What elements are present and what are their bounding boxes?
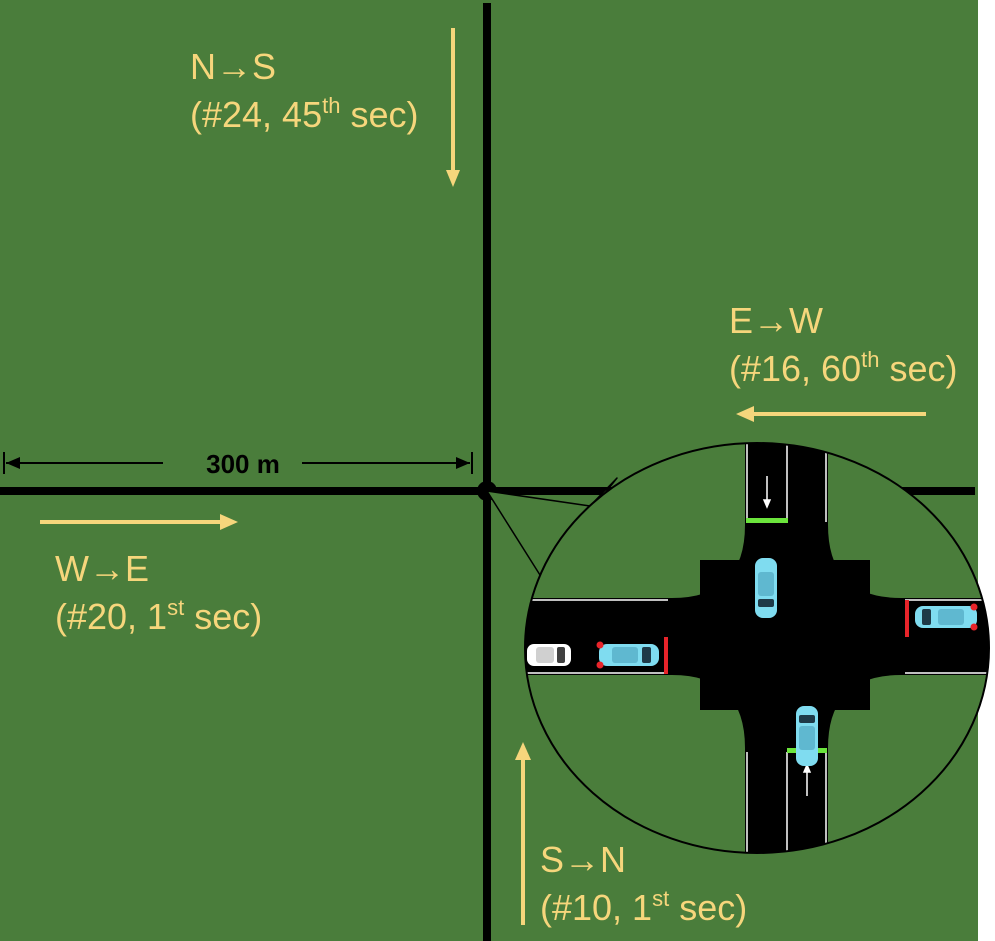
flow-detail: (#10, 1st sec) <box>540 886 747 928</box>
flow-direction: S→N <box>540 839 626 880</box>
label-north-to-south: N→S (#24, 45th sec) <box>190 46 418 135</box>
car-south-cyan <box>796 706 818 766</box>
car-west-cyan <box>596 641 659 669</box>
signal-north-green <box>746 518 788 523</box>
signal-east-red <box>905 600 909 637</box>
flow-direction: W→E <box>55 548 149 589</box>
arrow-west-to-east <box>40 514 238 530</box>
magnifier-rim <box>524 442 990 854</box>
flow-direction: E→W <box>729 300 823 341</box>
signal-west-red <box>664 637 668 674</box>
arrow-south-to-north <box>515 742 531 925</box>
magnifier-pointer <box>486 477 618 576</box>
car-center-cyan <box>755 558 777 618</box>
flow-direction: N→S <box>190 46 276 87</box>
label-west-to-east: W→E (#20, 1st sec) <box>55 548 262 637</box>
distance-label: 300 m <box>206 449 280 479</box>
lane-arrow-north <box>762 476 772 509</box>
north-south-road <box>483 3 491 941</box>
arrow-east-to-west <box>736 406 926 422</box>
distance-dimension: 300 m <box>3 449 473 479</box>
flow-detail: (#24, 45th sec) <box>190 93 418 135</box>
intersection-closeup <box>525 443 989 853</box>
flow-detail: (#16, 60th sec) <box>729 347 957 389</box>
car-west-white <box>527 644 571 666</box>
arrow-north-to-south <box>446 28 460 187</box>
label-east-to-west: E→W (#16, 60th sec) <box>729 300 957 389</box>
label-south-to-north: S→N (#10, 1st sec) <box>540 839 747 928</box>
lane-arrow-south <box>802 763 812 796</box>
flow-detail: (#20, 1st sec) <box>55 595 262 637</box>
car-east-cyan <box>915 603 978 631</box>
